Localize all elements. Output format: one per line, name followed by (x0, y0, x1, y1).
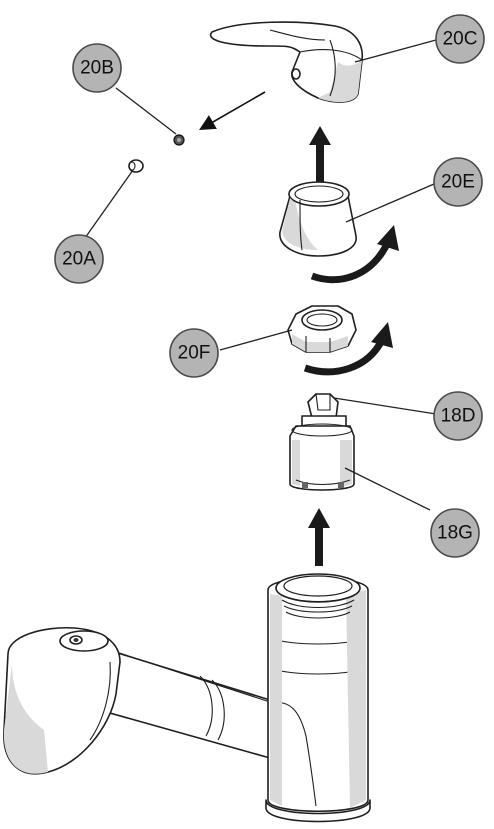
up-arrow-lower (308, 508, 330, 566)
set-screw-part (173, 134, 185, 146)
callout-20a: 20A (54, 234, 104, 284)
removal-arrow (199, 91, 266, 130)
leader-20f (219, 329, 293, 351)
dome-cap-part (279, 181, 357, 257)
leader-18d (333, 397, 437, 415)
leader-20a (84, 169, 134, 239)
callout-20f: 20F (169, 328, 219, 378)
callout-20e: 20E (433, 157, 483, 207)
callout-20c-label: 20C (443, 29, 478, 50)
leader-18g (344, 467, 431, 511)
callout-18g: 18G (430, 508, 480, 558)
faucet-body-part (3, 573, 371, 823)
up-arrow-upper (309, 126, 331, 182)
callout-20a-label: 20A (62, 249, 96, 270)
cartridge-part (289, 393, 355, 491)
leader-20c (354, 39, 437, 63)
callout-20b-label: 20B (80, 58, 114, 79)
cap-plug-part (128, 159, 144, 173)
callout-20b: 20B (72, 43, 122, 93)
leader-20e (345, 183, 435, 223)
handle-lever-part (209, 21, 364, 103)
leader-20b (115, 87, 177, 135)
callout-20e-label: 20E (441, 172, 475, 193)
callout-20f-label: 20F (178, 343, 211, 364)
rotate-arrow-lower (303, 322, 393, 376)
hex-nut-part (287, 305, 357, 353)
callout-18d-label: 18D (441, 406, 476, 427)
callout-18d: 18D (433, 391, 483, 441)
callout-18g-label: 18G (437, 523, 473, 544)
rotate-arrow-upper (310, 225, 399, 284)
callout-20c: 20C (435, 14, 485, 64)
